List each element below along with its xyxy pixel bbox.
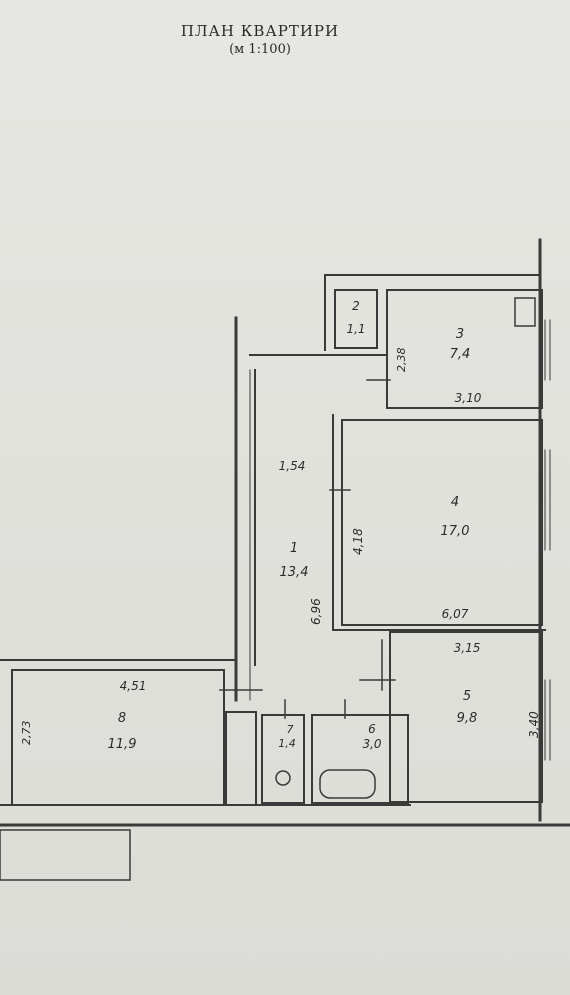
room-1-number: 1 — [290, 541, 298, 556]
room-4-outer — [332, 414, 546, 631]
room-2-number: 2 — [352, 299, 360, 313]
dim-room4-height: 4,18 — [351, 528, 365, 555]
lower-left-block — [0, 829, 131, 881]
toilet-icon — [275, 770, 291, 786]
room-2-outline — [334, 289, 378, 349]
dim-corridor-width: 1,54 — [279, 459, 306, 473]
dim-room3-width: 3,10 — [455, 391, 482, 405]
room-3-number: 3 — [456, 327, 464, 342]
dim-room8-height: 2,73 — [20, 721, 33, 746]
room-2-area: 1,1 — [346, 322, 365, 336]
room-3-area: 7,4 — [450, 347, 471, 362]
dim-room3-height: 2,38 — [395, 348, 408, 373]
room-4-number: 4 — [451, 495, 459, 510]
window-room-3 — [544, 319, 551, 381]
room-3-outline — [386, 289, 543, 409]
room-6-number: 6 — [368, 722, 376, 736]
room-8-number: 8 — [118, 711, 126, 726]
plan-scale: (м 1:100) — [229, 42, 291, 57]
bathtub-icon — [319, 769, 376, 799]
stove-icon — [514, 297, 536, 327]
plan-title: ПЛАН КВАРТИРИ — [180, 22, 340, 40]
window-room-4 — [544, 449, 551, 551]
room-7-area: 1,4 — [278, 737, 296, 750]
dim-room5-height: 3,40 — [527, 711, 541, 738]
window-room-5 — [544, 679, 551, 761]
room-5-number: 5 — [463, 689, 471, 704]
room-8-area: 11,9 — [108, 737, 137, 752]
room-5-outline — [389, 631, 543, 803]
dim-room4-width: 6,07 — [442, 607, 469, 621]
door-tick-1 — [219, 379, 396, 719]
dim-room8-width: 4,51 — [120, 679, 147, 693]
dim-room5-width: 3,15 — [454, 641, 481, 655]
room-6-outline — [311, 714, 409, 804]
room-1-area: 13,4 — [280, 565, 309, 580]
room-6-area: 3,0 — [362, 737, 381, 751]
room-4-area: 17,0 — [441, 524, 470, 539]
dim-room1-length: 6,96 — [309, 598, 323, 625]
room-5-area: 9,8 — [457, 711, 478, 726]
hall-block — [225, 711, 257, 806]
room-7-outline — [261, 714, 305, 804]
room-7-number: 7 — [287, 723, 294, 736]
room-4-outline — [341, 419, 543, 626]
room-8-outline — [11, 669, 225, 806]
